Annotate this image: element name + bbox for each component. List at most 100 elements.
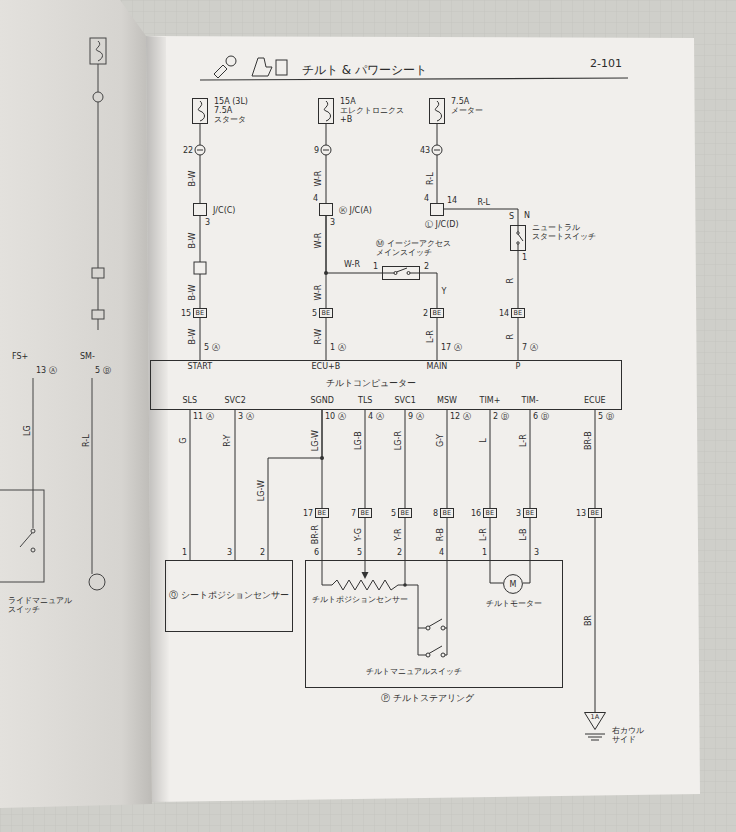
junction-dot [324, 271, 328, 275]
internal-wire [33, 490, 34, 528]
wire-color: L [479, 437, 488, 443]
motor-symbol: M [503, 574, 523, 594]
wire-color: R-B [436, 526, 445, 541]
connector-mark [323, 150, 329, 151]
pin-number: 14 [447, 196, 457, 205]
wire [420, 273, 437, 308]
wire-color: Y-R [394, 527, 403, 541]
pin-number: 4 [439, 548, 444, 557]
left-page [0, 0, 152, 808]
terminal-name: MAIN [427, 362, 448, 371]
wire [405, 410, 406, 508]
connector-number: 43 [420, 146, 430, 155]
terminal-name: SM- [80, 352, 95, 361]
fuse-outline [318, 98, 334, 124]
switch-body [511, 226, 526, 251]
pin-number: 4 Ⓐ [368, 412, 384, 421]
page-title: チルト & パワーシート [302, 64, 427, 78]
fuse: 15A (3L) 7.5A スタータ [192, 98, 208, 124]
wire-color: R [506, 276, 515, 284]
header-icon [252, 58, 272, 76]
wire-color: R-Y [223, 433, 232, 447]
wire-color: R-L [425, 171, 434, 186]
wire-color: W-R [314, 284, 323, 300]
wire [490, 410, 491, 508]
component-label: ライドマニュアル スイッチ [8, 596, 78, 614]
switch-body [383, 267, 420, 280]
node-caption: 8 [433, 509, 438, 518]
wire-color: R-W [314, 327, 323, 345]
pin-number: 4 [313, 194, 318, 203]
ecu-band: チルトコンピューター [150, 360, 622, 410]
pin-number: 9 Ⓐ [408, 412, 424, 421]
pin-number: 1 [482, 548, 487, 557]
pin-number: 3 Ⓐ [238, 412, 254, 421]
pin-number: 11 Ⓐ [193, 412, 214, 421]
internal-wire [322, 585, 332, 586]
connector-number: 9 [314, 146, 319, 155]
connector-box: 5BE [398, 508, 412, 518]
terminal-name: TLS [358, 396, 372, 405]
wiper-arrow [362, 572, 369, 579]
fuse: 15A エレクトロニクス +B [318, 98, 334, 124]
pin-number: 10 Ⓐ [325, 412, 346, 421]
resistor-symbol [332, 580, 398, 590]
internal-wire [418, 628, 426, 629]
node-caption: 16 [471, 509, 481, 518]
wire-color: W-R [314, 231, 323, 249]
main-switch: Ⓜ イージーアクセス メインスイッチ [382, 266, 420, 280]
connector-box: 8BE [440, 508, 454, 518]
terminal-name: ECU+B [312, 362, 341, 371]
connector-box: 15BE [193, 308, 207, 318]
terminal-name: MSW [437, 396, 457, 405]
esw-outline [382, 266, 420, 280]
neutral-start-switch: ニュートラル スタートスイッチ [510, 225, 526, 251]
switch-contact [407, 272, 410, 275]
connector-mark [197, 150, 203, 151]
node-label: BE [196, 310, 205, 317]
page-number: 2-101 [590, 58, 622, 71]
wire [200, 318, 201, 360]
terminal-name: P [516, 362, 521, 371]
wire [200, 124, 201, 203]
pin-number: 5 Ⓐ [204, 343, 220, 352]
node-caption: 13 [576, 509, 586, 518]
fuse-outline [192, 98, 208, 124]
connector-box: 16BE [483, 508, 497, 518]
pin-number: 5 [357, 548, 362, 557]
node-caption: ニュートラル スタートスイッチ [532, 223, 600, 241]
right-page [146, 36, 700, 802]
wire [490, 518, 503, 583]
ground-triangle [585, 713, 606, 730]
node-caption: J/C(C) [213, 206, 235, 215]
switch-lever [20, 533, 32, 547]
wire [437, 318, 438, 360]
connector-number: 22 [183, 146, 193, 155]
node-caption: 3 [516, 509, 521, 518]
pin-number: N [524, 211, 530, 220]
wire-color: L-B [519, 527, 528, 541]
wire-color: R [506, 332, 515, 340]
fuse-body [430, 99, 445, 124]
wire-color: G-Y [435, 433, 444, 448]
wire-color: LG-W [310, 429, 319, 452]
node-label: BE [514, 310, 523, 317]
header-icon [214, 65, 227, 78]
pin-number: 12 Ⓐ [450, 412, 471, 421]
terminal-name: TIM- [522, 396, 539, 405]
pin-number: 2 [260, 548, 265, 557]
pin-number: 1 [182, 548, 187, 557]
node-label: BE [486, 510, 495, 517]
junction-dot [403, 583, 407, 587]
wire [326, 124, 327, 203]
terminal-name: ECUE [584, 396, 606, 405]
connector-box: 3BE [523, 508, 537, 518]
pin-number: 7 Ⓐ [522, 343, 538, 352]
switch-contact [31, 548, 35, 552]
ground-line [585, 734, 605, 735]
terminal-name: SVC2 [225, 396, 246, 405]
inline-connector [92, 310, 104, 319]
wire [437, 124, 438, 203]
